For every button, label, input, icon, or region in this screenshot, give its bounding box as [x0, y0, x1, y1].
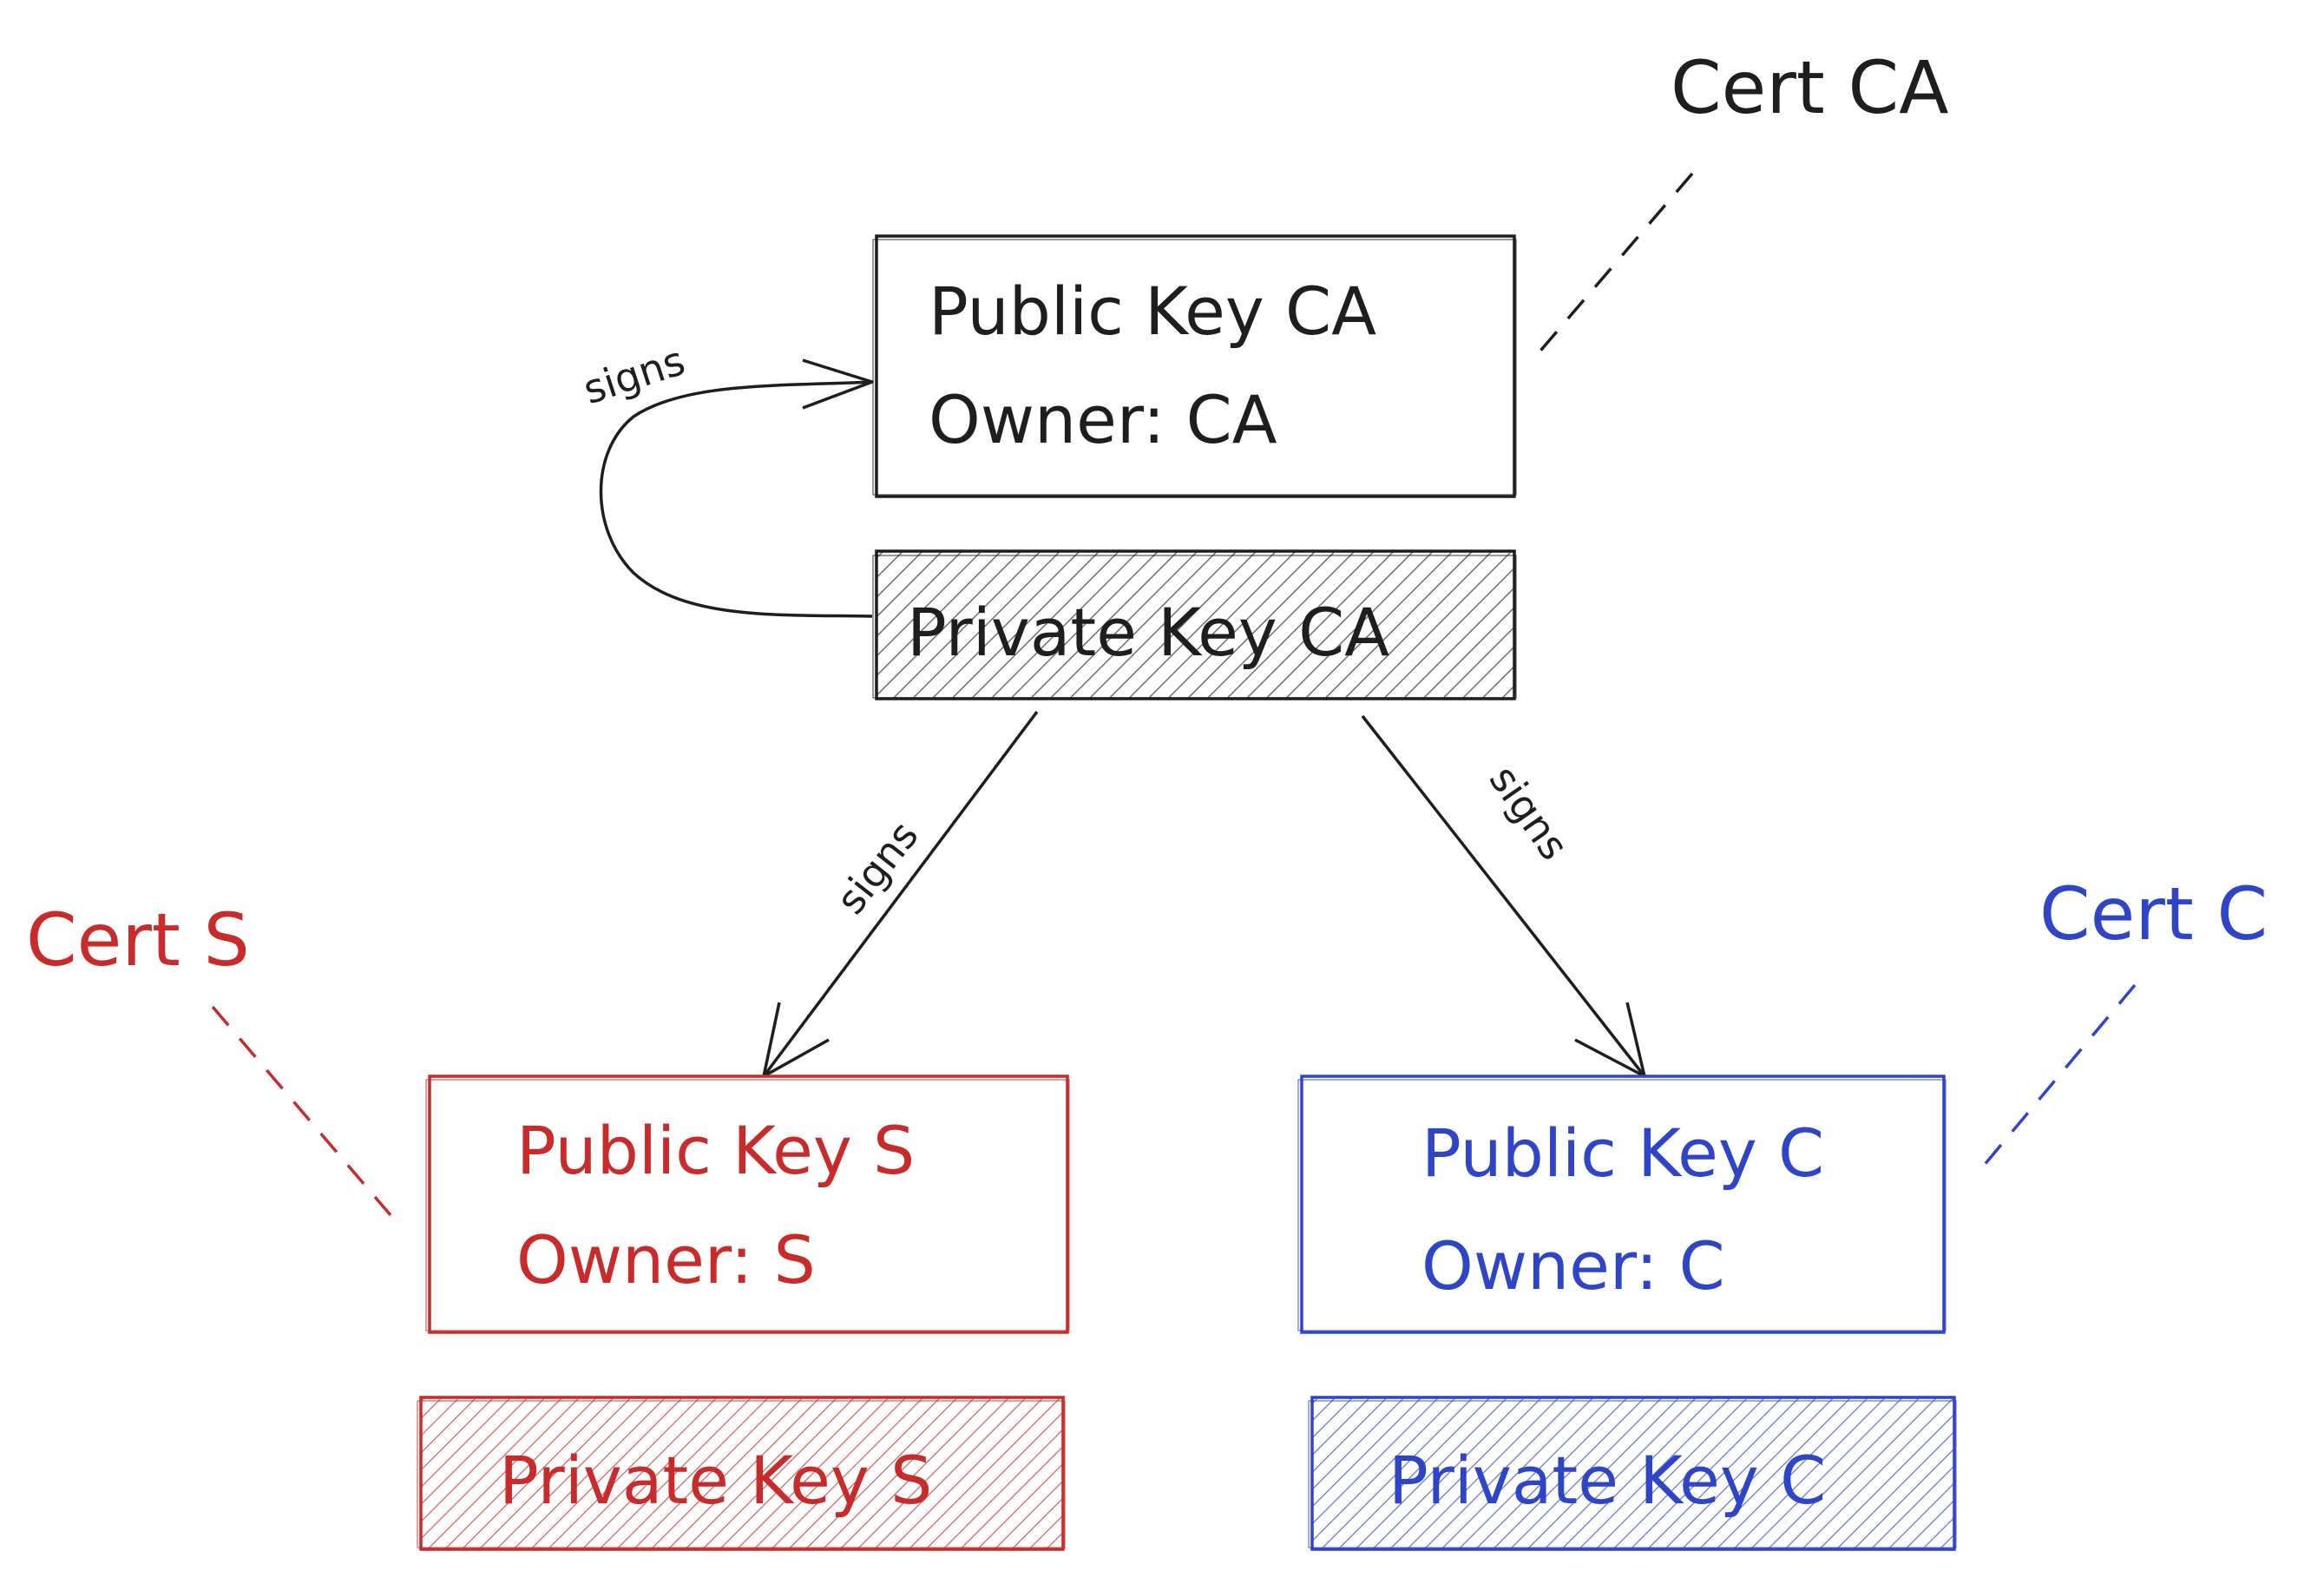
server-private-key-label: Private Key S [499, 1442, 932, 1519]
sign-server-label: signs [827, 812, 928, 923]
client-group: Cert C Public Key C Owner: C Private Key… [1297, 871, 2268, 1551]
sign-server-arrow [762, 710, 1039, 1078]
client-private-key-label: Private Key C [1388, 1442, 1826, 1519]
cert-c-label: Cert C [2039, 871, 2268, 956]
server-public-key-label: Public Key S [516, 1112, 915, 1189]
server-public-key-box[interactable]: Public Key S Owner: S [425, 1075, 1070, 1334]
self-sign-arrowhead [802, 358, 874, 410]
self-sign-label: signs [578, 337, 691, 413]
ca-private-key-box[interactable]: Private Key CA [872, 549, 1517, 700]
sign-client-arrow [1361, 714, 1646, 1078]
ca-owner-label: Owner: CA [929, 381, 1277, 458]
cert-c-dashed-connector [1977, 983, 2137, 1173]
cert-ca-dashed-connector [1534, 172, 1694, 358]
ca-group: Cert CA Public Key CA Owner: CA Private … [578, 45, 1949, 1078]
ca-public-key-label: Public Key CA [929, 273, 1376, 350]
server-private-key-box[interactable]: Private Key S [417, 1396, 1066, 1551]
server-group: Cert S Public Key S Owner: S Private Key… [26, 897, 1070, 1551]
cert-ca-label: Cert CA [1671, 45, 1949, 130]
sign-client-label: signs [1480, 757, 1579, 869]
self-sign-arrow [599, 380, 873, 618]
client-public-key-box[interactable]: Public Key C Owner: C [1297, 1075, 1947, 1334]
ca-public-key-box[interactable]: Public Key CA Owner: CA [872, 234, 1517, 498]
cert-s-dashed-connector [211, 1005, 392, 1217]
client-public-key-label: Public Key C [1421, 1114, 1824, 1192]
client-private-key-box[interactable]: Private Key C [1308, 1396, 1957, 1551]
cert-s-label: Cert S [26, 897, 250, 983]
ca-private-key-label: Private Key CA [907, 594, 1389, 671]
server-owner-label: Owner: S [516, 1221, 816, 1298]
client-owner-label: Owner: C [1421, 1227, 1725, 1305]
